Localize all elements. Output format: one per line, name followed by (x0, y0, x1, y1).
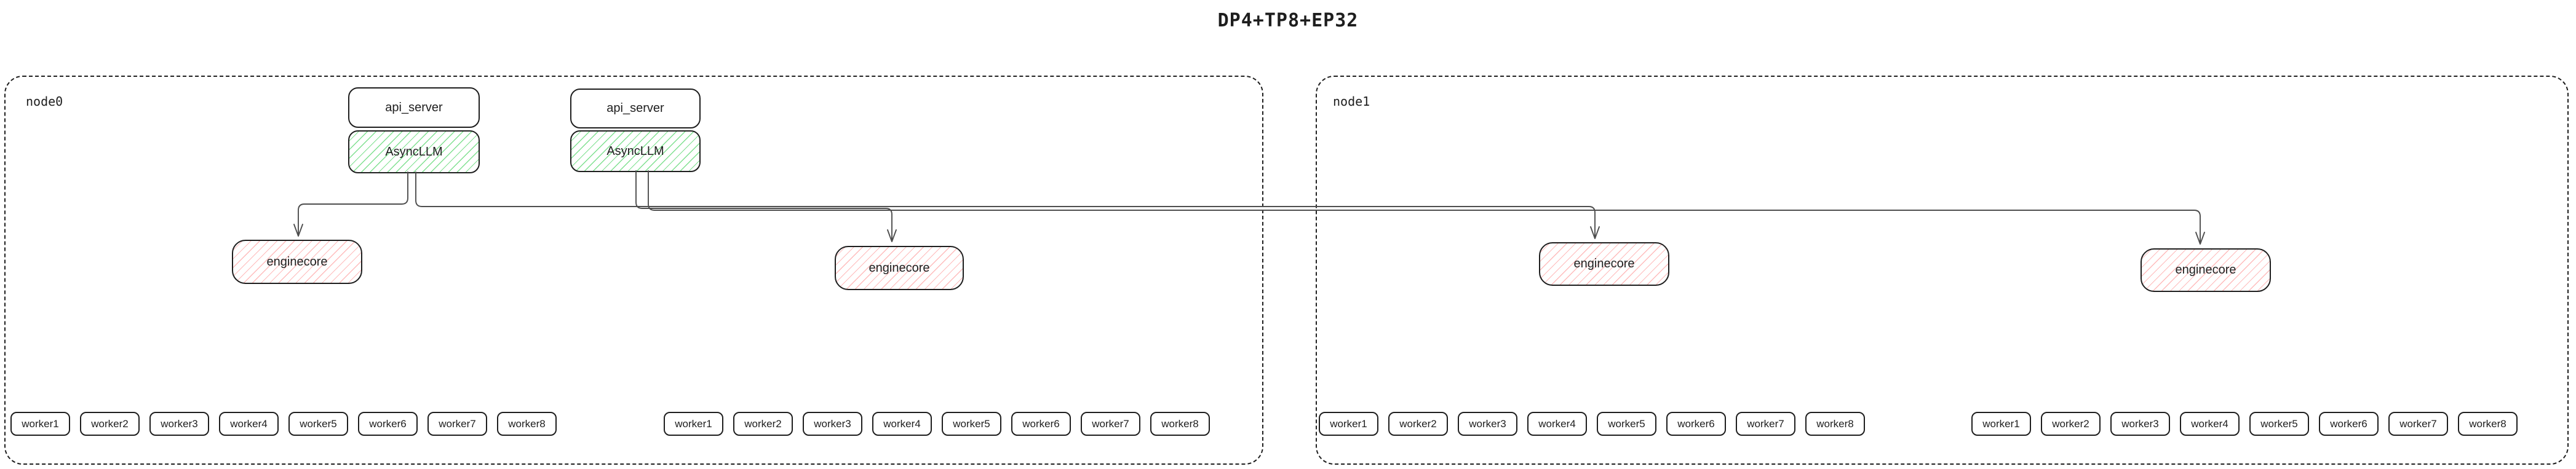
node0-label: node0 (26, 94, 63, 109)
worker-box: worker1 (664, 412, 723, 436)
worker-box: worker1 (1971, 412, 2031, 436)
asyncllm-box-1: AsyncLLM (348, 130, 480, 173)
worker-group-1: worker1 worker2 worker3 worker4 worker5 … (10, 412, 557, 436)
worker-group-2: worker1 worker2 worker3 worker4 worker5 … (664, 412, 1210, 436)
worker-box: worker6 (1011, 412, 1071, 436)
worker-box: worker1 (1319, 412, 1378, 436)
api-server-box-1: api_server (348, 87, 480, 128)
node1-container: node1 enginecore enginecore worker1 work… (1316, 76, 2569, 465)
worker-box: worker1 (10, 412, 70, 436)
enginecore-box-4: enginecore (2141, 248, 2271, 292)
worker-box: worker2 (1388, 412, 1448, 436)
enginecore-box-2: enginecore (835, 246, 964, 290)
worker-box: worker5 (288, 412, 348, 436)
enginecore-box-3: enginecore (1539, 242, 1669, 286)
diagram-title: DP4+TP8+EP32 (1217, 10, 1359, 31)
worker-box: worker2 (733, 412, 793, 436)
worker-box: worker4 (872, 412, 932, 436)
worker-box: worker5 (942, 412, 1001, 436)
worker-box: worker3 (803, 412, 862, 436)
worker-box: worker6 (2319, 412, 2379, 436)
worker-box: worker2 (80, 412, 140, 436)
node0-container: node0 api_server AsyncLLM api_server Asy… (4, 76, 1263, 465)
worker-box: worker4 (219, 412, 279, 436)
api-server-box-2: api_server (570, 89, 701, 128)
worker-box: worker5 (1597, 412, 1656, 436)
worker-box: worker3 (1458, 412, 1517, 436)
worker-box: worker3 (2110, 412, 2170, 436)
node1-label: node1 (1333, 94, 1370, 109)
worker-box: worker8 (497, 412, 557, 436)
worker-box: worker8 (1805, 412, 1865, 436)
worker-box: worker7 (2388, 412, 2448, 436)
worker-box: worker7 (1081, 412, 1140, 436)
worker-box: worker4 (2180, 412, 2240, 436)
worker-box: worker8 (1150, 412, 1210, 436)
worker-box: worker6 (358, 412, 418, 436)
worker-box: worker4 (1527, 412, 1587, 436)
worker-box: worker5 (2249, 412, 2309, 436)
worker-box: worker7 (427, 412, 487, 436)
worker-group-4: worker1 worker2 worker3 worker4 worker5 … (1971, 412, 2518, 436)
enginecore-box-1: enginecore (232, 240, 362, 284)
worker-group-3: worker1 worker2 worker3 worker4 worker5 … (1319, 412, 1865, 436)
worker-box: worker6 (1666, 412, 1726, 436)
worker-box: worker3 (149, 412, 209, 436)
asyncllm-box-2: AsyncLLM (570, 130, 701, 172)
worker-box: worker7 (1736, 412, 1795, 436)
worker-box: worker8 (2458, 412, 2518, 436)
worker-box: worker2 (2041, 412, 2101, 436)
